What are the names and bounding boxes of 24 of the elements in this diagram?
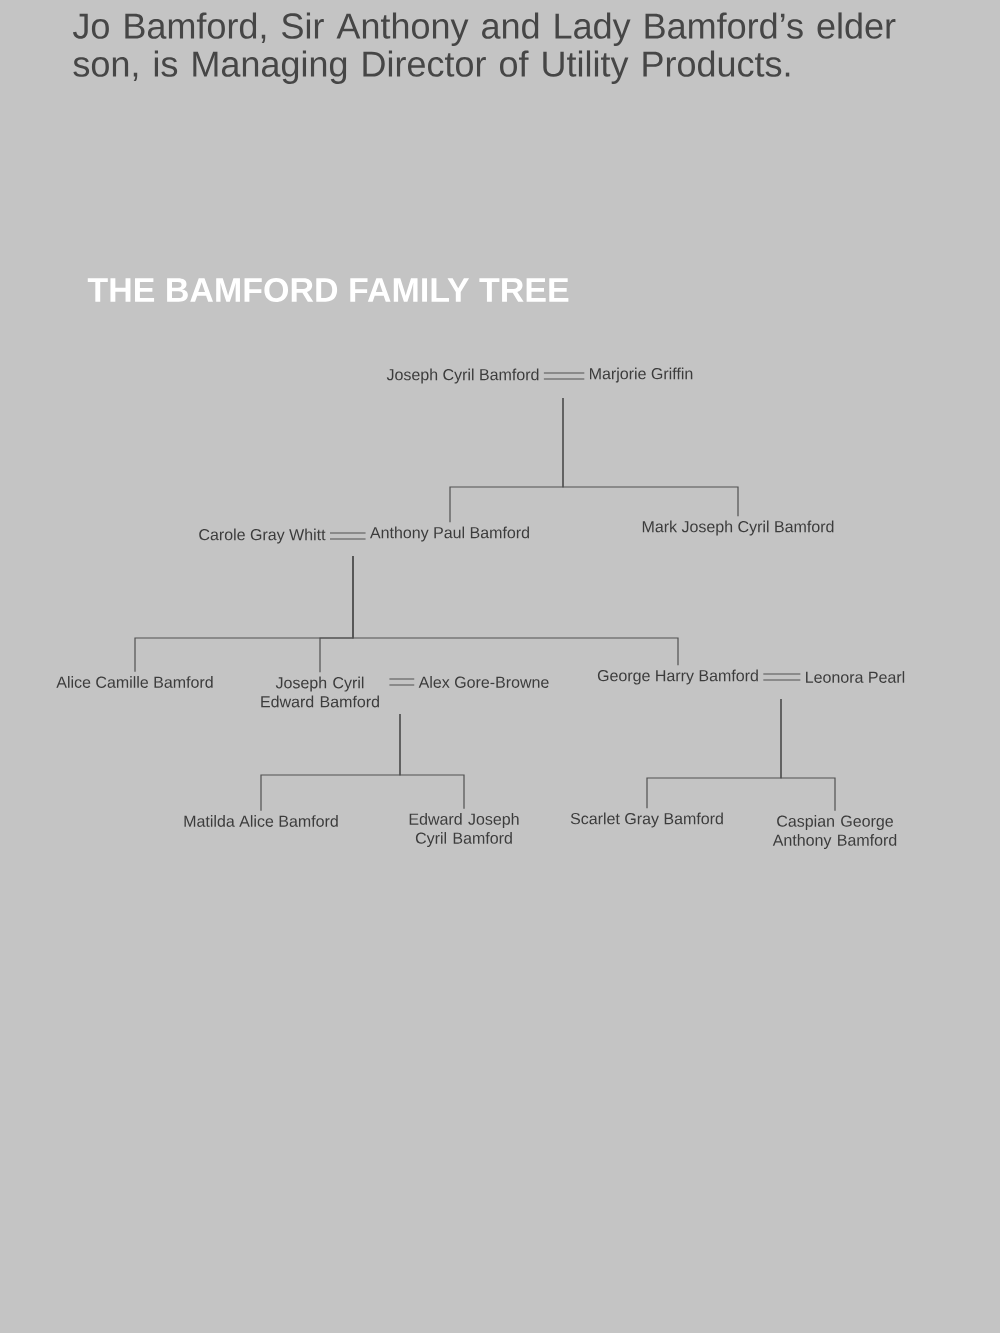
person-name: George Harry Bamford [597,669,758,685]
descent-line [562,397,739,517]
title: THE BAMFORD FAMILY TREE [87,277,569,303]
person-name: Leonora Pearl [806,671,905,683]
descent-line [780,698,836,812]
marriage-sign [329,532,367,540]
person-name: Scarlet Gray Bamford [570,812,723,828]
person-name: Joseph Cyril Bamford [386,368,539,384]
person-name: Anthony Paul Bamford [370,526,529,542]
marriage-sign [543,372,585,380]
person-name: Alex Gore-Browne [418,676,549,688]
person-name: Alice Camille Bamford [56,676,213,688]
person-name: Edward Joseph Cyril Bamford [409,813,519,847]
paragraph: Jo Bamford, Sir Anthony and Lady Bamford’s elder son, is Managing Director of Utility Products. [72,12,896,84]
marriage-sign [762,673,801,681]
descent-line [352,555,679,666]
person-name: Joseph Cyril Edward Bamford [261,676,379,708]
person-name: Matilda Alice Bamford [184,815,338,827]
person-name: Carole Gray Whitt [199,528,326,544]
descent-line [399,713,465,810]
marriage-sign [388,678,415,686]
person-name: Mark Joseph Cyril Bamford [642,520,834,536]
person-name: Caspian George Anthony Bamford [772,815,897,849]
person-name: Marjorie Griffin [590,367,693,383]
